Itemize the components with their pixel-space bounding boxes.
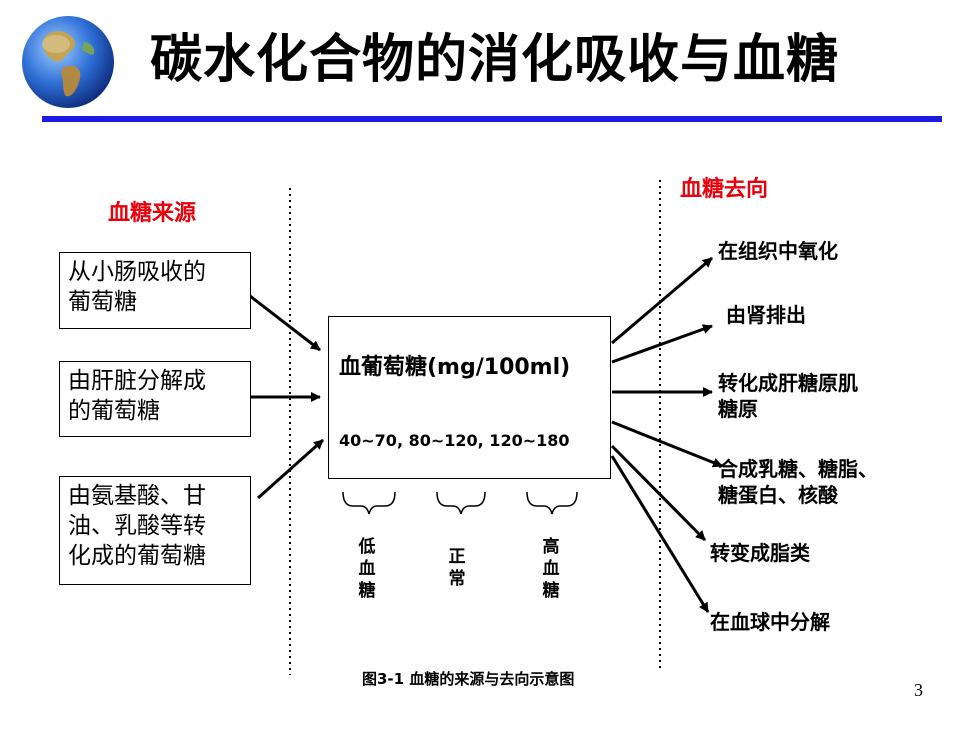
source-line: 葡萄糖 <box>68 289 137 315</box>
arrow-dest-4 <box>611 420 723 468</box>
dest-line: 糖原 <box>718 397 758 421</box>
arrow-dest-5 <box>610 444 707 542</box>
dest-line: 由肾排出 <box>726 303 806 327</box>
dest-lipids: 转变成脂类 <box>710 540 810 566</box>
range-label-high: 高血糖 <box>542 537 560 601</box>
dest-blood-cells: 在血球中分解 <box>710 609 830 635</box>
blood-glucose-box: 血葡萄糖(mg/100ml) 40~70, 80~120, 120~180 <box>328 316 611 479</box>
source-box-liver: 由肝脏分解成 的葡萄糖 <box>59 361 251 437</box>
dest-kidney: 由肾排出 <box>726 302 806 328</box>
destination-header: 血糖去向 <box>680 177 769 202</box>
arrow-source-3 <box>257 438 324 500</box>
source-line: 由肝脏分解成 <box>68 368 206 394</box>
source-line: 的葡萄糖 <box>68 398 160 424</box>
dest-line: 合成乳糖、糖脂、 <box>718 457 878 481</box>
page-title: 碳水化合物的消化吸收与血糖 <box>150 30 840 90</box>
dest-line: 在组织中氧化 <box>718 239 838 263</box>
dest-line: 转化成肝糖原肌 <box>718 371 858 395</box>
source-box-gluconeogenesis: 由氨基酸、甘 油、乳酸等转 化成的葡萄糖 <box>59 476 251 585</box>
arrow-source-1 <box>249 294 321 352</box>
brace-normal <box>436 491 486 515</box>
dest-line: 转变成脂类 <box>710 541 810 565</box>
globe-icon <box>18 12 118 112</box>
title-underline <box>42 116 942 122</box>
figure-caption: 图3-1 血糖的来源与去向示意图 <box>362 670 575 688</box>
source-header: 血糖来源 <box>108 201 197 226</box>
arrow-dest-1 <box>611 256 713 345</box>
dest-line: 在血球中分解 <box>710 610 830 634</box>
brace-low <box>342 491 396 515</box>
arrow-dest-6 <box>610 455 710 613</box>
blood-glucose-label: 血葡萄糖(mg/100ml) <box>339 355 571 380</box>
glucose-ranges: 40~70, 80~120, 120~180 <box>339 431 570 450</box>
source-line: 油、乳酸等转 <box>68 513 206 539</box>
dest-glycogen: 转化成肝糖原肌 糖原 <box>718 370 858 422</box>
page-number: 3 <box>914 680 923 700</box>
dest-line: 糖蛋白、核酸 <box>718 483 838 507</box>
source-box-intestine: 从小肠吸收的 葡萄糖 <box>59 252 251 329</box>
source-line: 化成的葡萄糖 <box>68 543 206 569</box>
brace-high <box>526 491 578 515</box>
dest-oxidation: 在组织中氧化 <box>718 238 838 264</box>
source-line: 由氨基酸、甘 <box>68 483 206 509</box>
arrow-dest-2 <box>611 324 713 364</box>
dest-synthesis: 合成乳糖、糖脂、 糖蛋白、核酸 <box>718 456 878 508</box>
range-label-normal: 正常 <box>448 547 466 589</box>
range-label-low: 低血糖 <box>358 537 376 601</box>
source-line: 从小肠吸收的 <box>68 259 206 285</box>
